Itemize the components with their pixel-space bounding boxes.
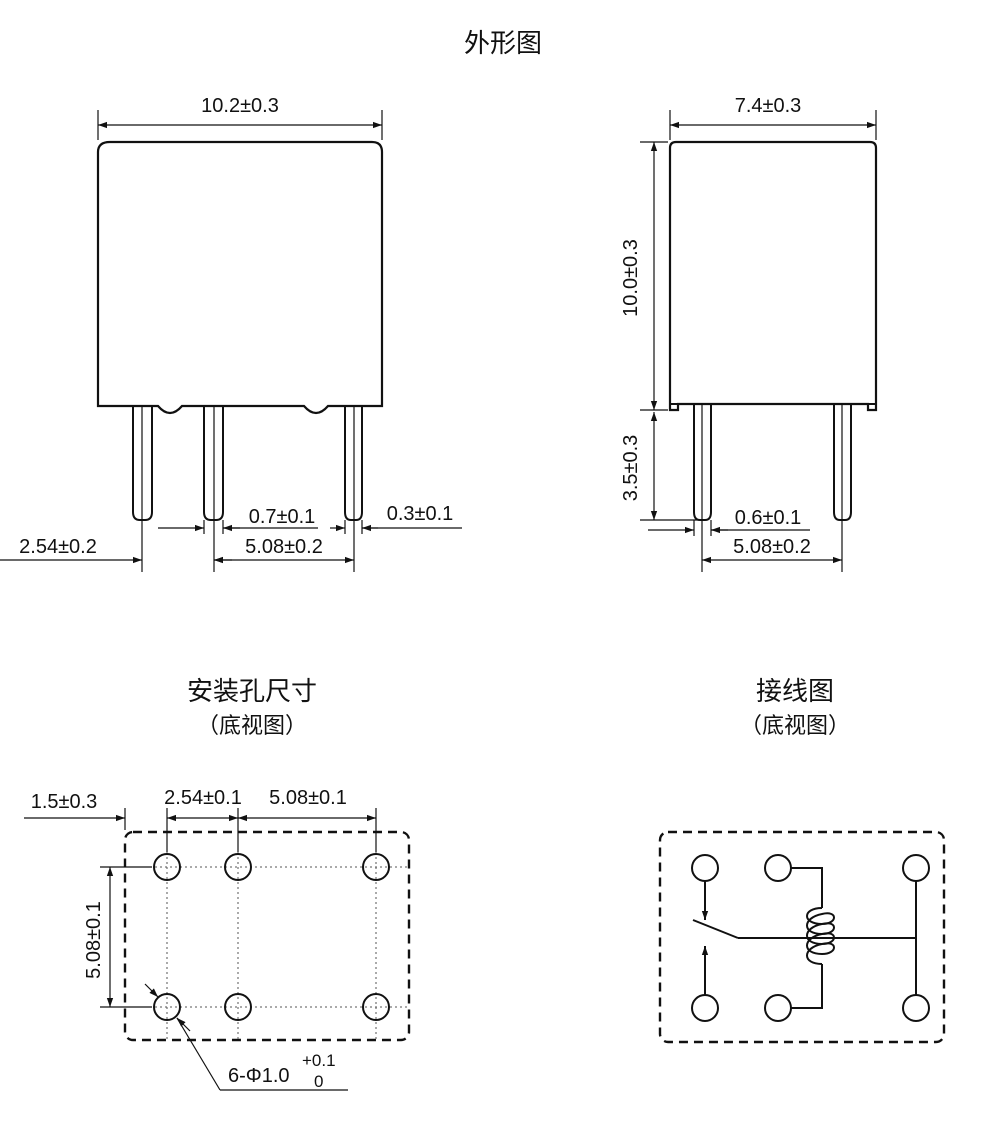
front-width-label: 10.2±0.3 <box>201 95 279 117</box>
mounting-hole <box>224 853 252 881</box>
wiring-subtitle: （底视图） <box>740 713 850 738</box>
wiring-title: 接线图 <box>756 676 834 706</box>
wiring-outline <box>658 830 946 1044</box>
side-height-label: 10.0±0.3 <box>620 239 642 317</box>
front-view: 10.2±0.3 0.7±0.1 0.3±0.1 2.54±0.2 5.08±0… <box>0 95 462 572</box>
front-pin-width-label: 0.7±0.1 <box>249 506 316 528</box>
terminal <box>764 994 792 1022</box>
outline-title: 外形图 <box>464 28 542 58</box>
mount-edge-label: 1.5±0.3 <box>31 791 98 813</box>
mounting-subtitle: （底视图） <box>197 713 307 738</box>
mounting-hole <box>153 853 181 881</box>
front-view-body <box>96 140 384 415</box>
coil-icon <box>806 907 835 965</box>
front-pitch-label: 5.08±0.2 <box>245 536 323 558</box>
mounting-outline <box>123 830 411 1042</box>
side-pin-length-label: 3.5±0.3 <box>620 435 642 502</box>
wiring-diagram <box>658 830 946 1044</box>
mounting-hole <box>362 993 390 1021</box>
mounting-hole-view: 1.5±0.3 2.54±0.1 5.08±0.1 5.08±0.1 6-Φ1.… <box>24 787 411 1091</box>
terminal <box>902 994 930 1022</box>
mount-hole-spec-label: 6-Φ1.0 <box>228 1065 290 1087</box>
side-pitch-label: 5.08±0.2 <box>733 536 811 558</box>
mounting-hole <box>153 993 181 1021</box>
side-view-body <box>668 140 878 412</box>
mount-hole-tol-minus: 0 <box>314 1072 323 1091</box>
front-offset-label: 2.54±0.2 <box>19 536 97 558</box>
switch-arm <box>692 919 739 939</box>
mount-pitch-small-label: 2.54±0.1 <box>164 787 242 809</box>
terminal <box>764 854 792 882</box>
mounting-title: 安装孔尺寸 <box>187 676 317 706</box>
front-pin-gap-label: 0.3±0.1 <box>387 503 454 525</box>
terminal <box>691 854 719 882</box>
side-width-label: 7.4±0.3 <box>735 95 802 117</box>
terminal <box>691 994 719 1022</box>
mounting-hole <box>362 853 390 881</box>
terminal <box>902 854 930 882</box>
mount-pitch-large-label: 5.08±0.1 <box>269 787 347 809</box>
mount-row-pitch-label: 5.08±0.1 <box>83 901 105 979</box>
mounting-hole <box>224 993 252 1021</box>
side-pin-width-label: 0.6±0.1 <box>735 507 802 529</box>
side-view: 7.4±0.3 10.0±0.3 3.5±0.3 0.6±0.1 5.08±0.… <box>620 95 878 572</box>
mount-hole-tol-plus: +0.1 <box>302 1051 336 1070</box>
